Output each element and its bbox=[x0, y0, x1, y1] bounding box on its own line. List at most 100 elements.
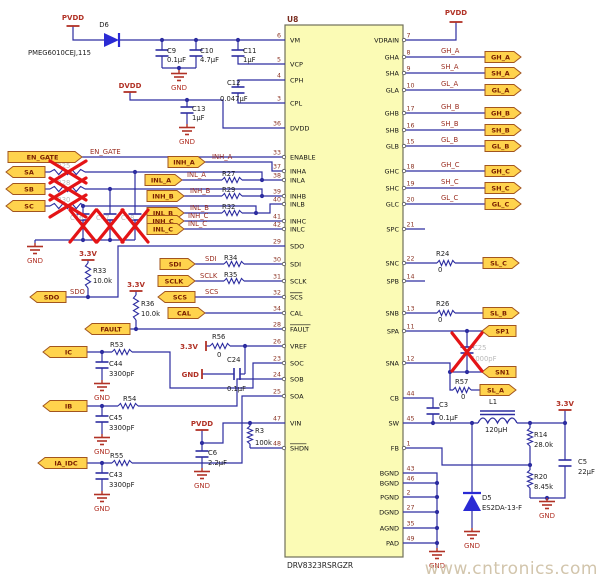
ground-label: GND bbox=[94, 394, 110, 402]
component-label: 2.2µF bbox=[208, 459, 227, 467]
net-port-tag bbox=[167, 307, 206, 319]
wire bbox=[85, 205, 257, 213]
wire bbox=[201, 422, 285, 444]
pin-number: 12 bbox=[407, 356, 415, 363]
component-label: C43 bbox=[109, 471, 122, 479]
pin-name: SNA bbox=[386, 360, 400, 368]
pin-name: VDRAIN bbox=[374, 37, 399, 45]
net-port-tag-label: SL_A bbox=[487, 386, 504, 394]
component-label: D6 bbox=[99, 21, 109, 29]
net-label: EN_GATE bbox=[90, 148, 121, 156]
net-port-tag-label: SH_C bbox=[491, 184, 509, 192]
net-label: INL_B bbox=[190, 204, 209, 212]
pin-connection-circle bbox=[401, 87, 407, 93]
pin-name: DGND bbox=[379, 509, 399, 517]
pin-number: 2 bbox=[407, 490, 411, 497]
pin-connection-circle bbox=[281, 376, 287, 382]
pin-connection-circle bbox=[401, 360, 407, 366]
net-port-tag-label: SL_B bbox=[490, 309, 507, 317]
component-label: 100k bbox=[255, 439, 272, 447]
pin-connection-circle bbox=[401, 127, 407, 133]
wire bbox=[237, 93, 285, 104]
dnp-x-mark bbox=[48, 193, 88, 219]
pin-name: SOA bbox=[290, 393, 304, 401]
net-port-tag bbox=[484, 140, 522, 152]
wire bbox=[403, 447, 530, 466]
pin-number: 39 bbox=[273, 189, 281, 196]
component-label: R32 bbox=[222, 203, 235, 211]
junction-dot bbox=[562, 420, 568, 426]
pin-name: BGND bbox=[380, 470, 399, 478]
net-port-tag-label: GH_C bbox=[491, 167, 510, 175]
component-label: 0 bbox=[438, 266, 442, 274]
pin-connection-circle bbox=[401, 278, 407, 284]
dnp-x-mark bbox=[48, 159, 88, 185]
resistor bbox=[49, 168, 86, 176]
pin-name: INHC bbox=[290, 218, 307, 226]
power-label: 3.3V bbox=[180, 343, 198, 351]
net-label: SH_B bbox=[441, 120, 459, 128]
junction-dot bbox=[434, 480, 440, 486]
component-label: 120µH bbox=[485, 426, 507, 434]
pin-number: 9 bbox=[407, 66, 411, 73]
net-port-tag bbox=[484, 182, 522, 194]
pin-number: 8 bbox=[407, 50, 411, 57]
junction-dot bbox=[176, 65, 182, 71]
diode bbox=[104, 33, 119, 47]
dnp-x-mark bbox=[120, 208, 150, 244]
net-port-tag-label: INH_C bbox=[152, 217, 174, 225]
pin-name: INLC bbox=[290, 226, 305, 234]
pin-connection-circle bbox=[281, 168, 287, 174]
pin-connection-circle bbox=[401, 37, 407, 43]
pin-name: VREF bbox=[290, 343, 307, 351]
diode bbox=[463, 494, 481, 511]
resistor bbox=[221, 192, 243, 200]
net-label: GL_B bbox=[441, 136, 458, 144]
ground-label: GND bbox=[464, 542, 480, 550]
component-label: R14 bbox=[534, 431, 547, 439]
net-port-tag-label: SH_A bbox=[491, 69, 509, 77]
wire bbox=[237, 56, 285, 65]
pin-number: 28 bbox=[273, 322, 281, 329]
pin-connection-circle bbox=[281, 278, 287, 284]
wire bbox=[403, 362, 482, 373]
pin-number: 37 bbox=[273, 164, 281, 171]
pin-number: 38 bbox=[273, 173, 281, 180]
net-label: GH_B bbox=[441, 103, 460, 111]
wire bbox=[237, 79, 285, 87]
wire bbox=[85, 171, 263, 180]
pin-number: 19 bbox=[407, 181, 415, 188]
net-port-tag-label: SCS bbox=[173, 293, 188, 301]
junction-dot bbox=[259, 177, 265, 183]
component-label: 1µF bbox=[192, 114, 205, 122]
component-label: R35 bbox=[224, 271, 237, 279]
pin-number: 13 bbox=[407, 306, 415, 313]
pin-connection-circle bbox=[401, 143, 407, 149]
pin-number: 7 bbox=[407, 33, 411, 40]
power-label: DVDD bbox=[119, 82, 142, 90]
pin-number: 36 bbox=[273, 121, 281, 128]
junction-dot bbox=[80, 237, 86, 243]
pin-name: CB bbox=[390, 395, 399, 403]
net-label: INH_B bbox=[190, 187, 211, 195]
net-port-tag bbox=[484, 51, 522, 63]
net-port-tag bbox=[484, 198, 522, 210]
pin-number: 30 bbox=[273, 257, 281, 264]
ground-label: GND bbox=[27, 257, 43, 265]
net-port-tag-label: GL_C bbox=[492, 200, 510, 208]
dnp-x-mark bbox=[450, 331, 484, 373]
pin-name: CAL bbox=[290, 310, 303, 318]
junction-dot bbox=[235, 37, 241, 43]
pin-connection-circle bbox=[281, 193, 287, 199]
pin-connection-circle bbox=[401, 310, 407, 316]
pin-connection-circle bbox=[401, 226, 407, 232]
pin-name: SHA bbox=[386, 70, 400, 78]
resistor bbox=[49, 202, 86, 210]
pin-connection-circle bbox=[401, 185, 407, 191]
net-port-tag-label: INL_C bbox=[153, 225, 173, 233]
resistor bbox=[209, 342, 231, 350]
ground-label: GND bbox=[194, 482, 210, 490]
junction-dot bbox=[107, 186, 113, 192]
pin-name: SHB bbox=[386, 127, 399, 135]
